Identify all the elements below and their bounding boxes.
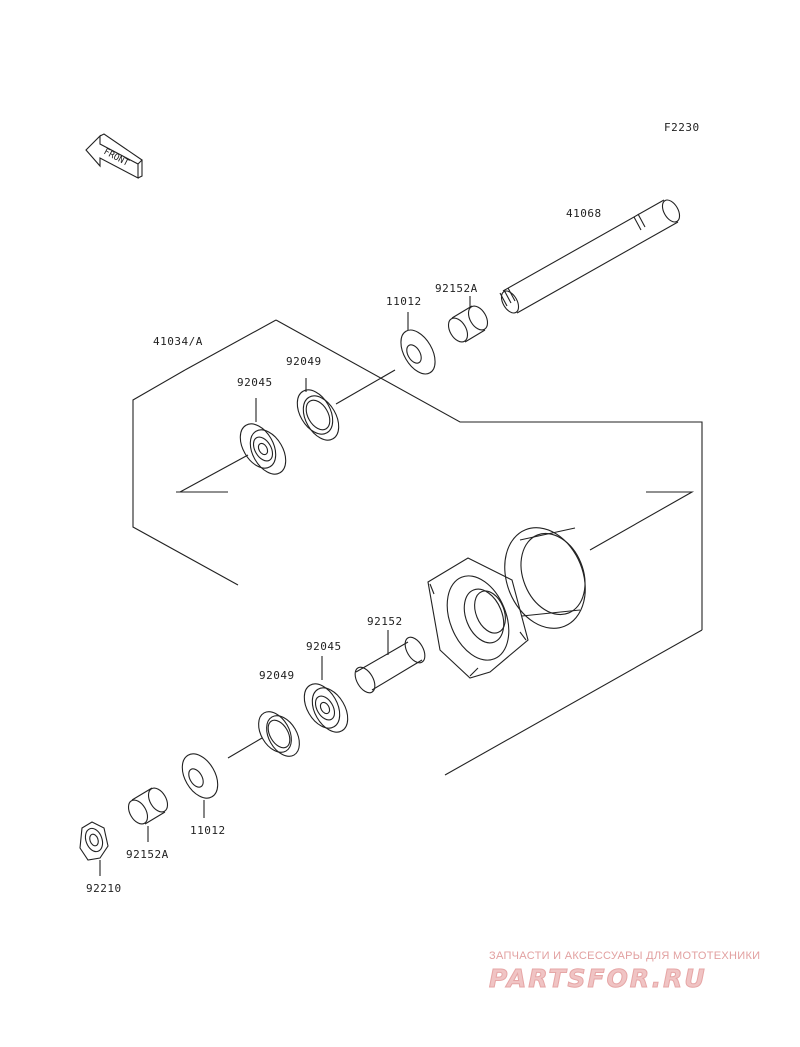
part-number-label: 92152 (367, 615, 403, 628)
watermark-subtitle: ЗАПЧАСТИ И АКСЕССУАРЫ ДЛЯ МОТОТЕХНИКИ (489, 950, 761, 962)
collar-upper-part (447, 296, 489, 343)
oilseal-lower-part (227, 711, 300, 759)
part-number-label: 92210 (86, 882, 122, 895)
part-number-label: 92045 (306, 640, 342, 653)
axle-part (499, 199, 681, 314)
part-number-label: 92045 (237, 376, 273, 389)
part-number-label: 92152A (126, 848, 169, 861)
wheel-hub-part (427, 527, 586, 679)
part-number-label: 41068 (566, 207, 602, 220)
collar-lower-part (127, 787, 169, 842)
part-number-label: 92049 (259, 669, 295, 682)
front-arrow-icon: FRONT (85, 133, 143, 179)
oilseal-upper-part (296, 369, 396, 441)
bearing-lower-part (303, 656, 349, 733)
part-number-label: 41034/A (153, 335, 203, 348)
watermark-logo[interactable]: PARTSFOR.RU (489, 964, 707, 994)
figure-code: F2230 (664, 121, 700, 134)
seal-lower-part (181, 753, 219, 818)
part-number-label: 11012 (190, 824, 226, 837)
part-number-label: 11012 (386, 295, 422, 308)
part-number-label: 92152A (435, 282, 478, 295)
assembly-bracket-lines (132, 319, 703, 776)
part-number-label: 92049 (286, 355, 322, 368)
bearing-upper-part (179, 398, 287, 493)
nut-part (79, 821, 109, 876)
seal-upper-part (400, 312, 436, 375)
spacer-part (354, 630, 426, 694)
